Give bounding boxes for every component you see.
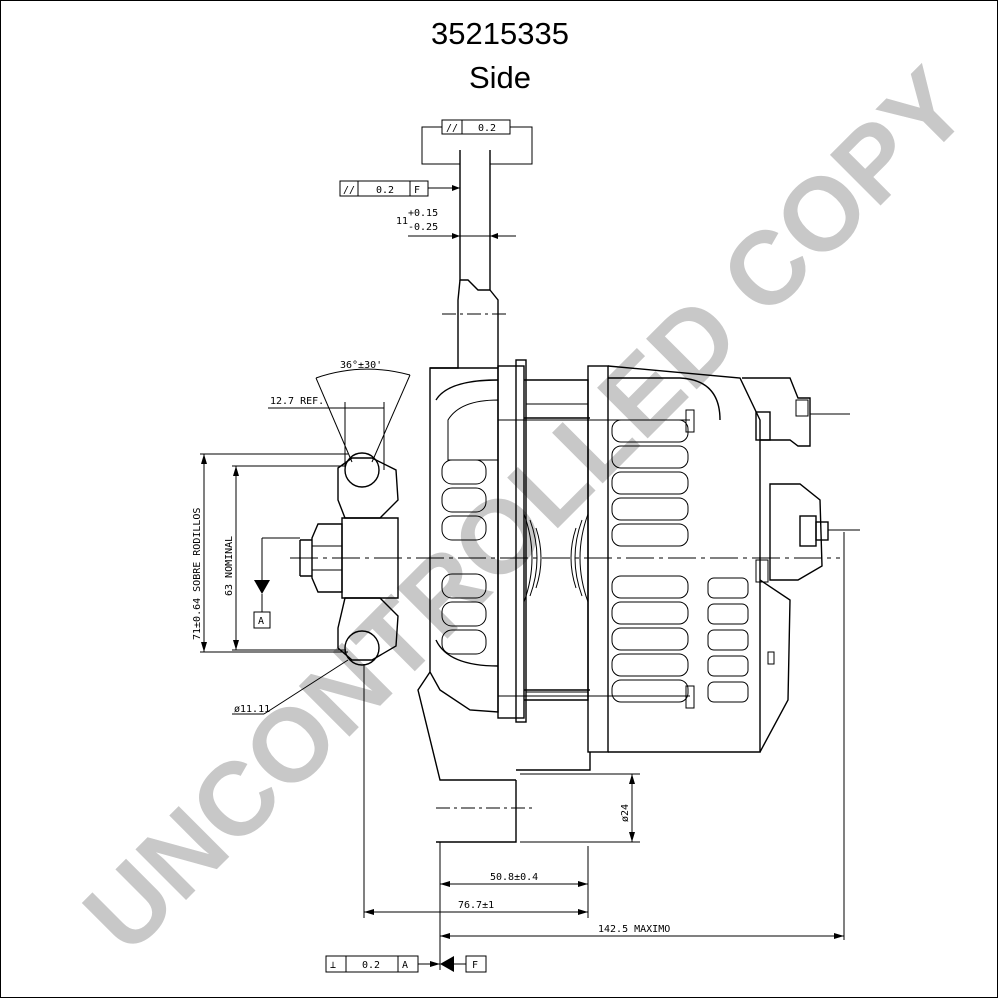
svg-text:0.2: 0.2: [478, 123, 496, 134]
lower-mounting-ear: [436, 752, 591, 843]
top-tolerance-frame: // 0.2: [421, 119, 533, 165]
svg-text:63 NOMINAL: 63 NOMINAL: [224, 536, 235, 596]
front-housing: [417, 359, 527, 781]
svg-text:F: F: [414, 185, 420, 196]
pulley-diameter-dimensions: 71±0.64 SOBRE RODILLOS 63 NOMINAL A ø11.…: [192, 453, 349, 715]
svg-text://: //: [343, 185, 355, 196]
svg-text:⊥: ⊥: [330, 960, 336, 971]
part-number-title: 35215335: [431, 16, 569, 51]
svg-text:50.8±0.4: 50.8±0.4: [490, 872, 538, 883]
svg-text:A: A: [402, 960, 408, 971]
bore-dimension: ø24: [520, 773, 640, 843]
svg-text:76.7±1: 76.7±1: [458, 900, 494, 911]
svg-text://: //: [446, 123, 458, 134]
svg-text:+0.15: +0.15: [408, 208, 438, 219]
svg-text:ø24: ø24: [620, 804, 631, 822]
svg-text:142.5 MAXIMO: 142.5 MAXIMO: [598, 924, 670, 935]
front-fins: [441, 399, 499, 655]
svg-text:-0.25: -0.25: [408, 222, 438, 233]
mounting-lug: [430, 150, 506, 369]
f-tolerance-frame: // 0.2 F: [339, 180, 460, 197]
length-dimensions: 50.8±0.4 76.7±1 142.5 MAXIMO: [363, 532, 845, 970]
svg-text:F: F: [472, 960, 478, 971]
svg-text:36°±30': 36°±30': [340, 360, 382, 371]
svg-text:11: 11: [396, 216, 408, 227]
view-title: Side: [468, 60, 532, 95]
rotor-rings: [523, 513, 589, 603]
stator-housing: [498, 365, 761, 753]
svg-text:0.2: 0.2: [362, 960, 380, 971]
svg-text:12.7 REF.: 12.7 REF.: [270, 396, 324, 407]
svg-text:71±0.64 SOBRE RODILLOS: 71±0.64 SOBRE RODILLOS: [192, 508, 203, 640]
svg-text:0.2: 0.2: [376, 185, 394, 196]
svg-text:A: A: [258, 616, 264, 627]
rear-terminals: [742, 377, 860, 753]
bottom-tolerance-frame: ⊥ 0.2 A F: [325, 955, 487, 973]
thickness-dimension: +0.15 11 -0.25: [396, 208, 516, 239]
svg-text:ø11.11: ø11.11: [234, 704, 270, 715]
